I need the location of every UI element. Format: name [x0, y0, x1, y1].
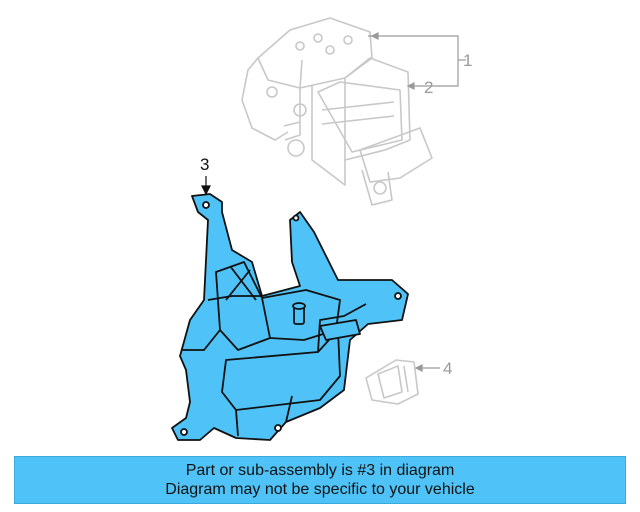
callout-1: 1	[463, 51, 472, 70]
leader-line-4	[414, 364, 440, 372]
callout-4: 4	[443, 359, 452, 378]
abs-modulator-ghost	[241, 17, 433, 206]
parts-diagram: 1 2 3 4	[171, 17, 472, 441]
bracket-part-3	[171, 193, 409, 441]
leader-line-3	[201, 176, 211, 196]
callout-2: 2	[424, 78, 433, 97]
callout-3: 3	[200, 155, 209, 174]
bushing-ghost	[365, 359, 419, 405]
info-banner: Part or sub-assembly is #3 in diagram Di…	[14, 456, 626, 504]
leader-lines-1-2	[368, 32, 466, 90]
banner-line-1: Part or sub-assembly is #3 in diagram	[185, 462, 455, 479]
banner-line-2: Diagram may not be specific to your vehi…	[165, 481, 475, 498]
